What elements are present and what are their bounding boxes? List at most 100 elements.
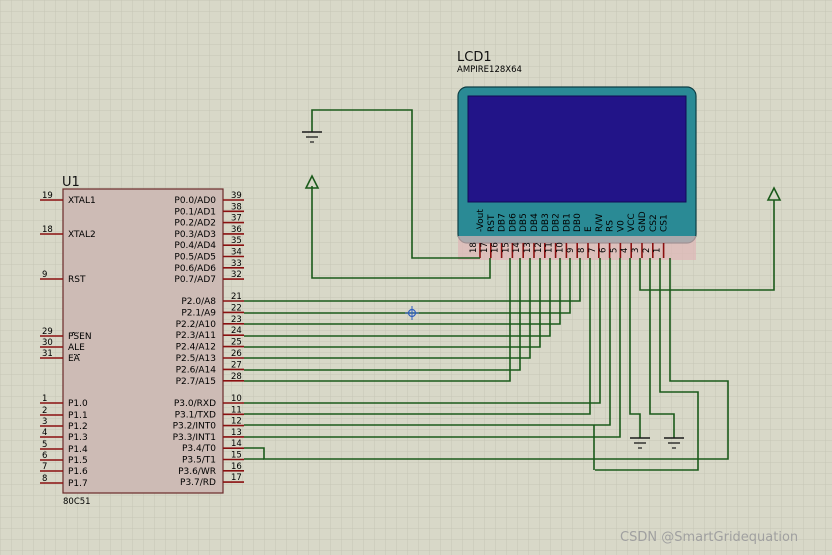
lcd-pin-number: 8 — [577, 248, 587, 253]
mcu-pin-name: P0.4/AD4 — [174, 241, 216, 251]
lcd-pin-number: 4 — [620, 248, 630, 253]
lcd-pin-name: -Vout — [476, 209, 486, 232]
lcd-pin-name: RS — [606, 220, 616, 232]
lcd-model-label: AMPIRE128X64 — [457, 65, 522, 75]
mcu-pin-name: P1.4 — [68, 445, 88, 455]
wire-p34-cs1 — [244, 258, 729, 460]
mcu-pin-name: XTAL2 — [68, 230, 96, 240]
wires — [244, 109, 775, 471]
lcd-pin-number: 1 — [653, 248, 663, 253]
mcu-pin-number: 37 — [231, 214, 242, 224]
mcu-pin-name: P1.3 — [68, 433, 88, 443]
mcu-pin-name: P3.1/TXD — [175, 410, 216, 420]
lcd-pin-number: 5 — [609, 248, 619, 253]
lcd-pin[interactable]: RS 6 — [599, 220, 616, 258]
lcd-component[interactable]: LCD1 AMPIRE128X64 -Vout18RST17DB716DB615… — [457, 50, 697, 260]
mcu-pin-name: P1.7 — [68, 479, 88, 489]
lcd-pin[interactable]: E8 — [577, 226, 594, 258]
lcd-pin-number: 2 — [642, 248, 652, 253]
mcu-pin-number: 28 — [231, 372, 242, 382]
mcu-pin-number: 17 — [231, 473, 242, 483]
mcu-pin-name: P2.4/A12 — [176, 343, 216, 353]
lcd-pin-name: E — [584, 226, 594, 232]
mcu-pin-name: PSEN — [68, 332, 92, 342]
mcu-ref-label: U1 — [62, 175, 80, 190]
mcu-pin-name: P1.2 — [68, 422, 88, 432]
wire-p31-e — [244, 258, 591, 415]
mcu-pin-name: P1.6 — [68, 467, 88, 477]
mcu-pin-name: P0.2/AD2 — [174, 219, 216, 229]
mcu-pin-name: EA — [68, 354, 81, 364]
lcd-pin-number: 6 — [599, 248, 609, 253]
mcu-pin-name: P0.0/AD0 — [174, 196, 216, 206]
wire-p21-db1 — [244, 258, 571, 314]
mcu-pin-name: P0.1/AD1 — [174, 207, 216, 217]
power-terminal-icon — [766, 186, 782, 201]
mcu-pin-number: 11 — [231, 405, 242, 415]
mcu-pin-name: P2.2/A10 — [176, 320, 217, 330]
mcu-pin-number: 13 — [231, 428, 242, 438]
cursor-crosshair-icon — [405, 306, 419, 320]
mcu-pin-name: P2.7/A15 — [176, 377, 216, 387]
lcd-pin-number: 11 — [545, 242, 555, 253]
lcd-pin[interactable]: V05 — [609, 220, 626, 258]
mcu-pin-number: 33 — [231, 259, 242, 269]
mcu-pin-number: 34 — [231, 248, 242, 258]
lcd-pin[interactable]: R/W7 — [588, 214, 605, 258]
